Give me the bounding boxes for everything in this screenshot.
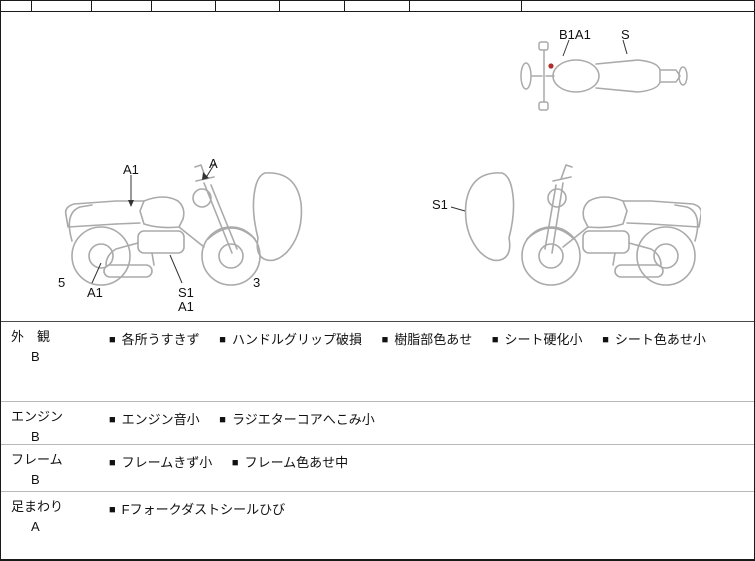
grade-value: B	[31, 349, 40, 365]
motorcycle-right-side-view	[421, 151, 703, 311]
note-text: シート色あせ小	[614, 332, 706, 347]
damage-label-left-3: 3	[253, 275, 261, 290]
note-text: フレーム色あせ中	[244, 455, 349, 470]
note-text: 樹脂部色あせ	[394, 332, 473, 347]
motorcycle-left-side-view	[56, 151, 306, 311]
grid-tick	[91, 1, 92, 11]
grid-tick	[521, 1, 522, 11]
leader-line	[450, 206, 466, 212]
damage-diagram-area: B1A1 S	[1, 12, 754, 321]
damage-label-left-a1-engine: A1	[178, 299, 194, 314]
note-text: 各所うすきず	[121, 332, 200, 347]
damage-label-left-s1-engine: S1	[178, 285, 194, 300]
damage-label-left-a1-tank: A1	[123, 162, 139, 177]
bullet-icon: ■	[219, 334, 226, 346]
note-list: ■ 各所うすきず ■ ハンドルグリップ破損 ■ 樹脂部色あせ ■ シート硬化小 ■ シート…	[109, 322, 754, 401]
note-item: ■ ハンドルグリップ破損	[219, 332, 362, 347]
grade-value: A	[31, 519, 40, 535]
grid-tick	[344, 1, 345, 11]
leader-line	[169, 254, 183, 284]
motorcycle-right-side-drawing	[450, 164, 703, 286]
note-item: ■ エンジン音小	[109, 412, 200, 427]
bullet-icon: ■	[602, 334, 609, 346]
damage-label-left-a1-lower: A1	[87, 285, 103, 300]
leader-line	[91, 262, 102, 284]
category-cell: フレーム B	[1, 445, 109, 491]
damage-point-marker	[548, 63, 554, 69]
grid-tick	[215, 1, 216, 11]
note-text: エンジン音小	[121, 412, 200, 427]
note-list: ■ エンジン音小 ■ ラジエターコアへこみ小	[109, 402, 754, 444]
note-item: ■ フレームきず小	[109, 455, 212, 470]
damage-label-right-s1-cowl: S1	[432, 197, 448, 212]
inspection-row-frame: フレーム B ■ フレームきず小 ■ フレーム色あせ中	[1, 444, 754, 491]
note-text: Fフォークダストシールひび	[121, 502, 286, 517]
table-grid-remnant	[1, 1, 754, 12]
inspection-row-exterior: 外 観 B ■ 各所うすきず ■ ハンドルグリップ破損 ■ 樹脂部色あせ ■ シート硬化…	[1, 321, 754, 401]
motorcycle-top-view-drawing	[520, 39, 688, 111]
bullet-icon: ■	[109, 457, 116, 469]
note-item: ■ フレーム色あせ中	[232, 455, 348, 470]
note-item: ■ 各所うすきず	[109, 332, 200, 347]
category-label: 外 観	[11, 329, 51, 344]
motorcycle-top-view	[506, 26, 696, 111]
bullet-icon: ■	[109, 504, 116, 516]
bullet-icon: ■	[491, 334, 499, 346]
note-text: フレームきず小	[121, 455, 213, 470]
category-cell: 足まわり A	[1, 492, 109, 559]
leader-line	[206, 162, 216, 177]
damage-label-left-a-handlebar: A	[209, 156, 218, 171]
note-item: ■ シート色あせ小	[602, 332, 706, 347]
arrowhead-icon	[128, 200, 134, 207]
category-cell: エンジン B	[1, 402, 109, 444]
arrowhead-icon	[202, 172, 209, 180]
bullet-icon: ■	[109, 414, 116, 426]
note-text: ラジエターコアへこみ小	[231, 412, 375, 427]
motorcycle-left-side-drawing	[64, 162, 303, 286]
grid-tick	[409, 1, 410, 11]
bullet-icon: ■	[109, 334, 116, 346]
leader-line	[622, 39, 628, 55]
note-list: ■ Fフォークダストシールひび	[109, 492, 754, 559]
note-item: ■ シート硬化小	[492, 332, 583, 347]
damage-label-top-b1a1: B1A1	[559, 27, 591, 42]
bullet-icon: ■	[219, 414, 226, 426]
note-item: ■ Fフォークダストシールひび	[109, 502, 285, 517]
leader-line	[562, 39, 570, 57]
category-label: エンジン	[11, 409, 64, 424]
category-label: フレーム	[11, 452, 63, 467]
damage-label-top-s: S	[621, 27, 630, 42]
grade-value: B	[31, 429, 40, 445]
category-cell: 外 観 B	[1, 322, 109, 401]
bullet-icon: ■	[381, 334, 389, 346]
note-item: ■ 樹脂部色あせ	[382, 332, 473, 347]
note-text: ハンドルグリップ破損	[231, 332, 362, 347]
inspection-row-undercarriage: 足まわり A ■ Fフォークダストシールひび	[1, 491, 754, 559]
note-item: ■ ラジエターコアへこみ小	[219, 412, 374, 427]
grid-tick	[151, 1, 152, 11]
bullet-icon: ■	[231, 457, 239, 469]
grid-tick	[279, 1, 280, 11]
note-list: ■ フレームきず小 ■ フレーム色あせ中	[109, 445, 754, 491]
inspection-row-engine: エンジン B ■ エンジン音小 ■ ラジエターコアへこみ小	[1, 401, 754, 444]
damage-label-left-5: 5	[58, 275, 66, 290]
note-text: シート硬化小	[504, 332, 583, 347]
grid-tick	[31, 1, 32, 11]
category-label: 足まわり	[11, 499, 64, 514]
grade-value: B	[31, 472, 40, 488]
